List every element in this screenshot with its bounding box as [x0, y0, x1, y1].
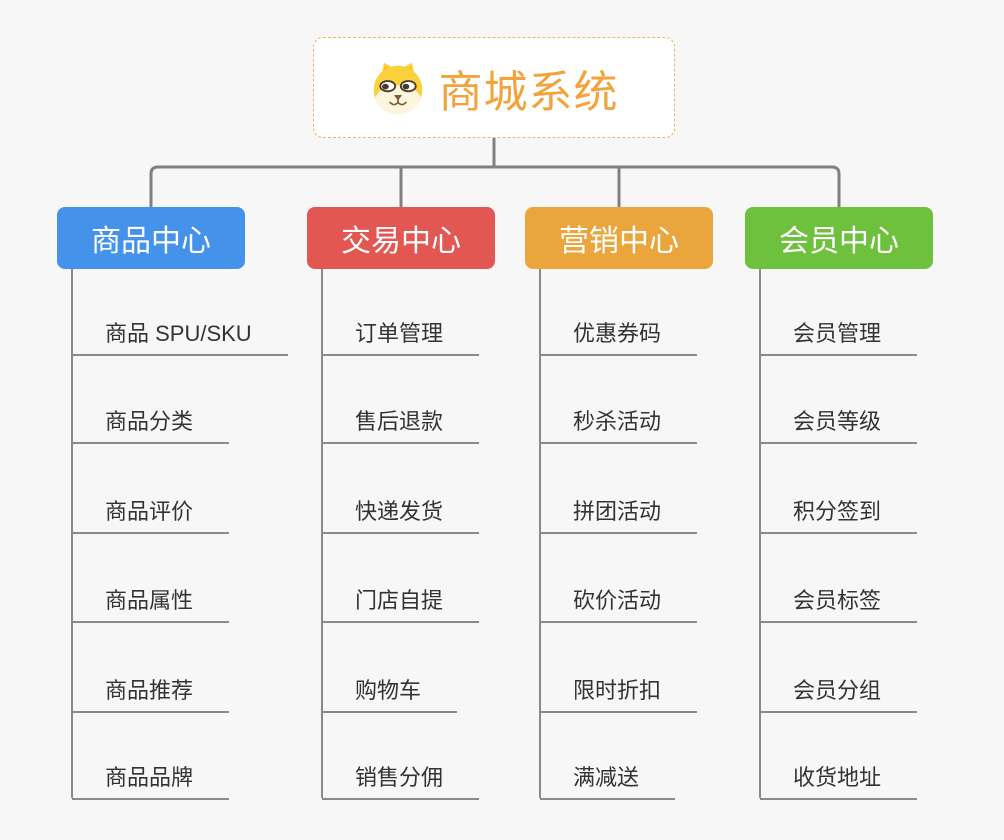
dog-face-icon: [373, 62, 422, 114]
leaf-item[interactable]: 满减送: [540, 764, 676, 800]
leaf-item[interactable]: 商品属性: [72, 587, 230, 623]
leaf-item[interactable]: 商品 SPU/SKU: [72, 320, 288, 356]
branch-header-label: 营销中心: [559, 225, 679, 258]
leaf-item[interactable]: 收货地址: [760, 764, 918, 800]
leaf-item[interactable]: 会员分组: [760, 677, 918, 713]
leaf-item[interactable]: 商品品牌: [72, 764, 230, 800]
leaf-item[interactable]: 销售分佣: [322, 764, 480, 800]
branch-header-trade-center[interactable]: 交易中心: [307, 207, 495, 269]
leaf-item[interactable]: 限时折扣: [540, 677, 698, 713]
leaf-item[interactable]: 购物车: [322, 677, 458, 713]
leaf-item[interactable]: 优惠券码: [540, 320, 698, 356]
branch-header-label: 商品中心: [91, 225, 211, 258]
leaf-item[interactable]: 门店自提: [322, 587, 480, 623]
leaf-item[interactable]: 积分签到: [760, 498, 918, 534]
leaf-item[interactable]: 快递发货: [322, 498, 480, 534]
leaf-item[interactable]: 商品推荐: [72, 677, 230, 713]
branch-header-marketing-center[interactable]: 营销中心: [525, 207, 713, 269]
leaf-item[interactable]: 拼团活动: [540, 498, 698, 534]
leaf-item[interactable]: 商品分类: [72, 408, 230, 444]
leaf-item[interactable]: 售后退款: [322, 408, 480, 444]
leaf-item[interactable]: 会员标签: [760, 587, 918, 623]
leaf-item[interactable]: 商品评价: [72, 498, 230, 534]
branch-header-label: 交易中心: [341, 225, 461, 258]
leaf-item[interactable]: 砍价活动: [540, 587, 698, 623]
root-node[interactable]: 商城系统: [313, 37, 675, 138]
branch-header-label: 会员中心: [779, 225, 899, 258]
branch-header-member-center[interactable]: 会员中心: [745, 207, 933, 269]
leaf-item[interactable]: 会员管理: [760, 320, 918, 356]
leaf-item[interactable]: 订单管理: [322, 320, 480, 356]
branch-header-product-center[interactable]: 商品中心: [57, 207, 245, 269]
leaf-item[interactable]: 会员等级: [760, 408, 918, 444]
root-title: 商城系统: [438, 67, 619, 117]
leaf-item[interactable]: 秒杀活动: [540, 408, 698, 444]
